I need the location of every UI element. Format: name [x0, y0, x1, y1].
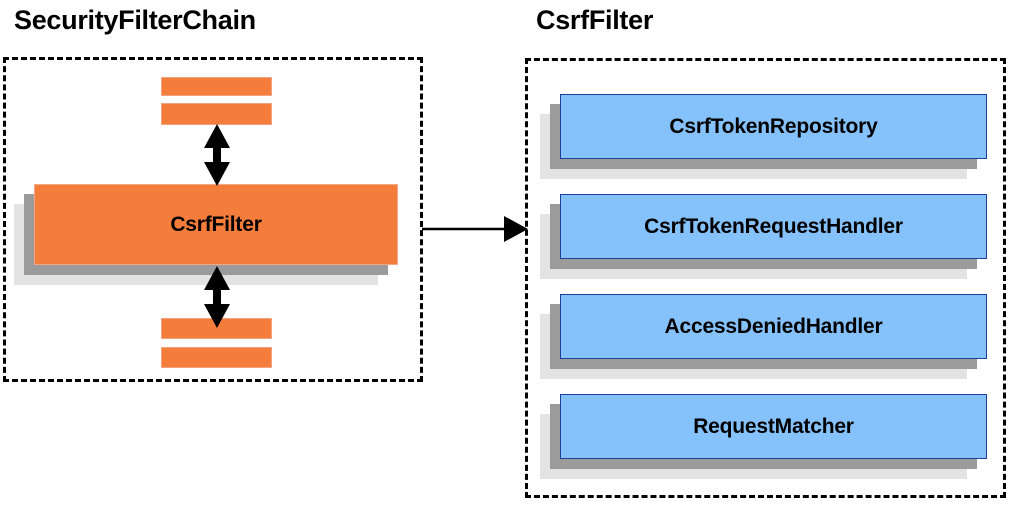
collaborator-csrf-token-repository[interactable]: CsrfTokenRepository: [560, 94, 987, 159]
collaborator-label: AccessDeniedHandler: [664, 314, 883, 338]
csrf-filter-detail-region: [525, 58, 1006, 498]
collaborator-label: RequestMatcher: [693, 414, 854, 438]
collaborator-request-matcher[interactable]: RequestMatcher: [560, 394, 987, 459]
double-headed-arrow-down: [204, 266, 230, 328]
filter-bar-top-2: [161, 103, 272, 125]
connector-arrow: [422, 216, 528, 242]
double-headed-arrow-up: [204, 124, 230, 186]
csrf-filter-node-label: CsrfFilter: [170, 212, 262, 236]
collaborator-label: CsrfTokenRepository: [669, 114, 878, 138]
left-panel-title: SecurityFilterChain: [14, 5, 256, 35]
csrf-filter-node[interactable]: CsrfFilter: [34, 184, 398, 265]
filter-bar-bottom-2: [161, 347, 272, 368]
collaborator-access-denied-handler[interactable]: AccessDeniedHandler: [560, 294, 987, 359]
collaborator-csrf-token-request-handler[interactable]: CsrfTokenRequestHandler: [560, 194, 987, 259]
right-panel-title: CsrfFilter: [536, 5, 654, 35]
security-filter-chain-region: [3, 57, 423, 382]
collaborator-label: CsrfTokenRequestHandler: [644, 214, 903, 238]
filter-bar-top-1: [161, 77, 272, 96]
